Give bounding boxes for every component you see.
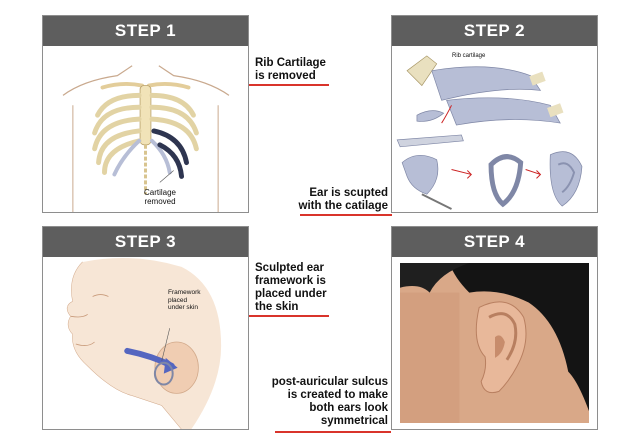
- caption-line: Sculpted ear: [255, 262, 325, 274]
- step-1-caption: Rib Cartilage is removed: [255, 57, 326, 83]
- sculpting-svg: [396, 55, 583, 210]
- step-1-title: STEP 1: [43, 16, 248, 46]
- caption-line: symmetrical: [320, 415, 388, 427]
- step-4-panel: STEP 4: [391, 226, 598, 430]
- step-2-caption: Ear is scupted with the catilage: [280, 187, 388, 213]
- rib-cartilage-label: Rib cartilage: [452, 53, 486, 59]
- caption-line: is created to make: [287, 389, 388, 401]
- label-line: Framework: [168, 289, 201, 296]
- step-3-underline: [249, 315, 329, 317]
- caption-line: Rib Cartilage: [255, 57, 326, 69]
- step-3-caption: Sculpted ear framework is placed under t…: [255, 262, 327, 314]
- framework-label: Framework placed under skin: [168, 289, 201, 312]
- step-4-underline: [275, 431, 391, 433]
- ribcage-illustration: [43, 46, 248, 212]
- step-1-underline: [249, 84, 329, 86]
- step-3-panel: STEP 3 Framework placed under skin: [42, 226, 249, 430]
- label-line-1: Cartilage: [143, 188, 176, 197]
- ribcage-svg: [62, 65, 230, 212]
- ear-sculpting-illustration: [392, 46, 597, 212]
- head-svg: [66, 257, 222, 429]
- label-line: placed: [168, 296, 188, 304]
- caption-line: with the catilage: [298, 200, 388, 212]
- caption-line: post-auricular sulcus: [271, 376, 388, 388]
- reconstructed-ear-photo: [400, 263, 589, 423]
- caption-line: framework is: [255, 275, 326, 287]
- caption-line: Ear is scupted: [309, 187, 388, 199]
- step-2-underline: [300, 214, 392, 216]
- caption-line: placed under: [255, 288, 327, 300]
- step-4-title: STEP 4: [392, 227, 597, 257]
- step-1-panel: STEP 1: [42, 15, 249, 213]
- step-2-title: STEP 2: [392, 16, 597, 46]
- cartilage-removed-label: Cartilage removed: [125, 188, 195, 206]
- label-line: under skin: [168, 304, 198, 311]
- step-2-panel: STEP 2 Rib cartilage: [391, 15, 598, 213]
- label-line-2: removed: [144, 197, 176, 206]
- ear-photo-svg: [400, 263, 589, 423]
- framework-placement-illustration: [43, 257, 248, 429]
- step-3-title: STEP 3: [43, 227, 248, 257]
- caption-line: the skin: [255, 301, 299, 313]
- caption-line: is removed: [255, 70, 316, 82]
- caption-line: both ears look: [309, 402, 388, 414]
- step-4-caption: post-auricular sulcus is created to make…: [262, 376, 388, 428]
